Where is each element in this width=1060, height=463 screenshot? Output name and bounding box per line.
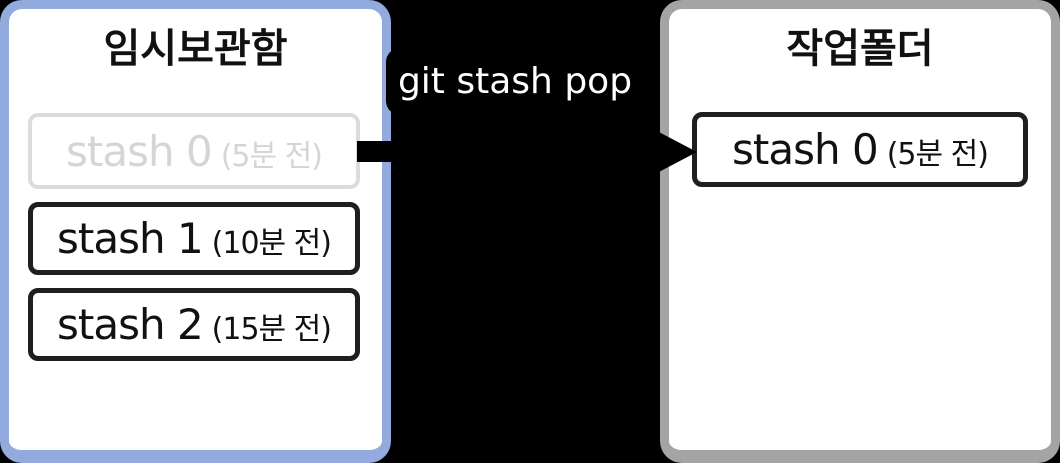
stash-entry-1: stash 1(10분 전) bbox=[28, 202, 360, 275]
git-stash-pop-label: git stash pop bbox=[386, 48, 644, 115]
stash-entry-time: (10분 전) bbox=[211, 226, 332, 261]
stash-entry-text: stash 0(5분 전) bbox=[66, 126, 323, 176]
stash-entry-name: stash 0 bbox=[732, 125, 879, 174]
working-folder-panel: 작업폴더 stash 0(5분 전) bbox=[660, 0, 1060, 463]
stash-entry-name: stash 1 bbox=[57, 214, 204, 263]
stash-entry-time: (5분 전) bbox=[220, 138, 323, 174]
git-stash-pop-label-text: git stash pop bbox=[397, 61, 633, 102]
stash-entry-name: stash 0 bbox=[66, 126, 213, 176]
working-folder-title: 작업폴더 bbox=[786, 26, 934, 72]
stash-entry-2: stash 2(15분 전) bbox=[28, 288, 360, 361]
stash-storage-title: 임시보관함 bbox=[103, 26, 288, 72]
stash-entry-text: stash 0(5분 전) bbox=[732, 125, 989, 174]
popped-stash-entry-0: stash 0(5분 전) bbox=[692, 112, 1028, 187]
stash-entry-text: stash 2(15분 전) bbox=[57, 300, 332, 349]
stash-storage-panel: 임시보관함 stash 0(5분 전) stash 1(10분 전) stash… bbox=[0, 0, 391, 463]
stash-entry-text: stash 1(10분 전) bbox=[57, 214, 332, 263]
stash-entry-time: (15분 전) bbox=[211, 312, 332, 347]
stash-entry-time: (5분 전) bbox=[886, 137, 989, 172]
stash-entry-name: stash 2 bbox=[57, 300, 204, 349]
stash-entry-0-faded: stash 0(5분 전) bbox=[28, 113, 360, 189]
